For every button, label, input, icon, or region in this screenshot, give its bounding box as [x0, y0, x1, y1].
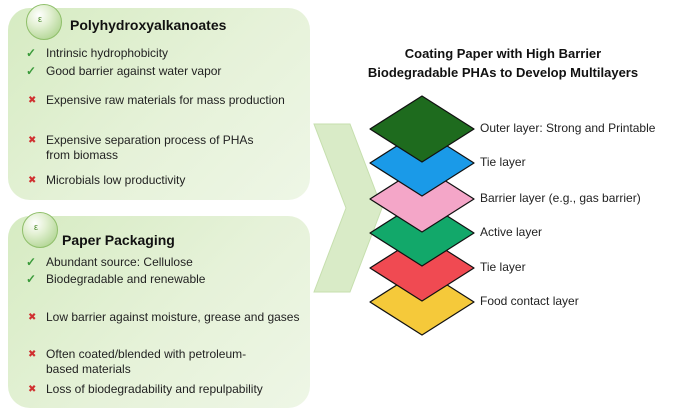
paper-con-item: Low barrier against moisture, grease and…	[46, 310, 300, 324]
cross-icon: ✖	[28, 95, 37, 106]
layer-1	[369, 95, 475, 163]
pha-con-item: Expensive separation process of PHAs fro…	[46, 133, 254, 162]
paper-panel-title: Paper Packaging	[62, 232, 175, 248]
layer-4	[369, 199, 475, 267]
pha-con-item: Microbials low productivity	[46, 173, 186, 187]
paper-pro-item: Abundant source: Cellulose	[46, 255, 193, 269]
check-icon: ✓	[26, 64, 37, 78]
paper-con-item: Loss of biodegradability and repulpabili…	[46, 382, 263, 396]
check-icon: ✓	[26, 272, 37, 286]
diagram-title-line1: Coating Paper with High Barrier	[404, 46, 602, 61]
layer-label: Barrier layer (e.g., gas barrier)	[480, 191, 641, 205]
paper-pro-item: Biodegradable and renewable	[46, 272, 206, 286]
layer-label: Food contact layer	[480, 294, 579, 308]
pha-pro-item: Good barrier against water vapor	[46, 64, 222, 78]
layer-label: Tie layer	[480, 155, 526, 169]
layer-label: Outer layer: Strong and Printable	[480, 121, 656, 135]
layer-label: Active layer	[480, 225, 543, 239]
cross-icon: ✖	[28, 384, 37, 395]
bubble-icon: ε	[22, 212, 58, 248]
layer-2	[369, 129, 475, 197]
pha-panel	[8, 8, 310, 200]
cross-icon: ✖	[28, 312, 37, 323]
check-icon: ✓	[26, 46, 37, 60]
cross-icon: ✖	[28, 349, 37, 360]
pha-pro-item: Intrinsic hydrophobicity	[46, 46, 169, 60]
layer-5	[369, 234, 475, 302]
layer-6	[369, 268, 475, 336]
paper-con-item: Often coated/blended with petroleum-base…	[46, 347, 247, 376]
cross-icon: ✖	[28, 135, 37, 146]
paper-panel	[8, 216, 310, 408]
check-icon: ✓	[26, 255, 37, 269]
pha-con-item: Expensive raw materials for mass product…	[46, 93, 285, 107]
bubble-icon: ε	[26, 4, 62, 40]
cross-icon: ✖	[28, 175, 37, 186]
layer-label: Tie layer	[480, 260, 526, 274]
pha-panel-title: Polyhydroxyalkanoates	[70, 17, 227, 33]
layer-3	[369, 165, 475, 233]
diagram-title-line2: Biodegradable PHAs to Develop Multilayer…	[367, 65, 639, 80]
